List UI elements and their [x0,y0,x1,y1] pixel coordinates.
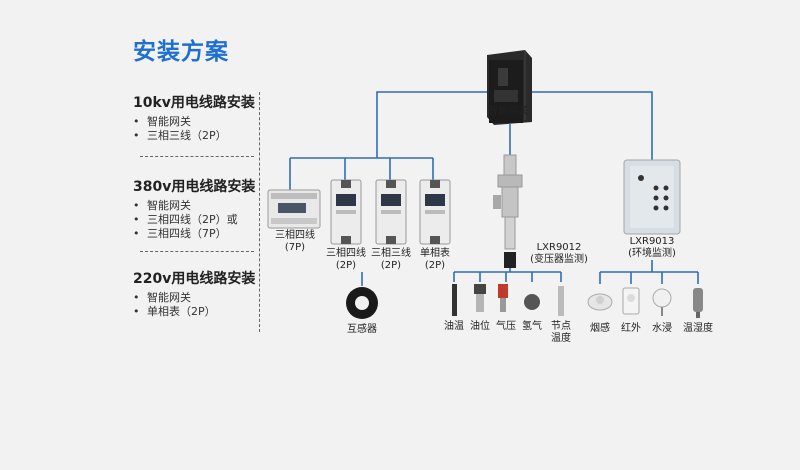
sensor-label: 烟感 [590,323,610,334]
meter-7p-icon [267,189,321,229]
divider [140,251,254,252]
list-item: •三相三线（2P） [133,129,227,142]
list-item: •智能网关 [133,199,191,212]
section-title: 10kv用电线路安装 [133,95,255,111]
vertical-divider [259,92,260,332]
lxr9012-label: LXR9012(变压器监测) [530,242,588,265]
list-item: •智能网关 [133,291,191,304]
list-item: •三相四线（7P） [133,227,227,240]
lxr9012-device-icon [493,154,523,268]
sensor-label: 油位 [470,321,490,332]
sensor-label: 气压 [496,321,516,332]
hydrogen-sensor-icon [524,294,540,310]
section-title: 220v用电线路安装 [133,271,256,287]
sensor-label: 氢气 [522,321,542,332]
section-title: 380v用电线路安装 [133,179,256,195]
current-transformer-icon [346,287,378,319]
sensor-label: 节点温度 [551,321,571,344]
transformer-label: 互感器 [347,324,377,335]
meter-2p-icon [330,179,362,245]
lxr9013-label: LXR9013(环境监测) [628,236,676,259]
pressure-sensor-icon [498,284,508,312]
section-380v: 380v用电线路安装 •智能网关 •三相四线（2P）或 •三相四线（7P） [133,176,255,241]
meter-label: 三相三线(2P) [371,248,411,271]
list-item: •智能网关 [133,115,191,128]
divider [140,156,254,157]
meter-2p-icon [419,179,451,245]
infrared-sensor-icon [622,287,640,315]
meter-label: 三相四线(2P) [326,248,366,271]
page-title: 安装方案 [133,39,229,65]
meter-7p-label: 三相四线(7P) [275,230,315,253]
sensor-label: 油温 [444,321,464,332]
connector-lines [289,91,699,286]
section-10kv: 10kv用电线路安装 •智能网关 •三相三线（2P） [133,92,255,143]
list-item: •单相表（2P） [133,305,216,318]
smoke-sensor-icon [587,293,613,311]
gateway-device-icon [487,50,532,125]
lxr9013-device-icon [623,159,681,235]
sensor-label: 红外 [621,323,641,334]
section-220v: 220v用电线路安装 •智能网关 •单相表（2P） [133,268,255,319]
oil-level-sensor-icon [474,284,486,312]
sensor-label: 温湿度 [683,323,713,334]
gateway-label: 智能网关 [488,106,528,117]
oil-temperature-sensor-icon [452,284,457,316]
sensor-label: 水浸 [652,323,672,334]
temperature-humidity-sensor-icon [693,288,703,318]
water-leak-sensor-icon [652,288,672,316]
meter-2p-icon [375,179,407,245]
node-temperature-sensor-icon [558,286,564,316]
meter-label: 单相表(2P) [420,248,450,271]
list-item: •三相四线（2P）或 [133,213,238,226]
